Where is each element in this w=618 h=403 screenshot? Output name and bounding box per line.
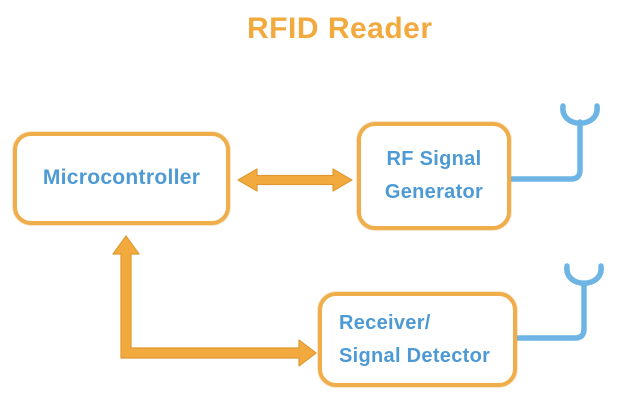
diagram-title: RFID Reader [247, 12, 433, 45]
block-rf-signal-generator-label-line2: Generator [384, 181, 484, 203]
antenna-cup [564, 263, 604, 286]
elbow-double-arrow [112, 235, 317, 367]
antenna-feed-line [508, 280, 587, 341]
block-receiver-label-line2: Signal Detector [339, 344, 491, 367]
antenna-icon-rf-signal-generator [509, 103, 600, 182]
antenna-cup [560, 103, 600, 126]
antenna-feed-line [509, 119, 583, 182]
bidirectional-arrow [237, 168, 353, 192]
antenna-icon-receiver [508, 263, 604, 341]
block-microcontroller-label: Microcontroller [42, 166, 201, 190]
block-receiver-label-line1: Receiver/ [339, 311, 431, 334]
block-rf-signal-generator-label-line1: RF Signal [386, 148, 482, 170]
block-rf-signal-generator: RF Signal Generator [357, 122, 511, 230]
block-receiver-signal-detector: Receiver/ Signal Detector [318, 292, 517, 387]
block-microcontroller: Microcontroller [13, 132, 230, 225]
